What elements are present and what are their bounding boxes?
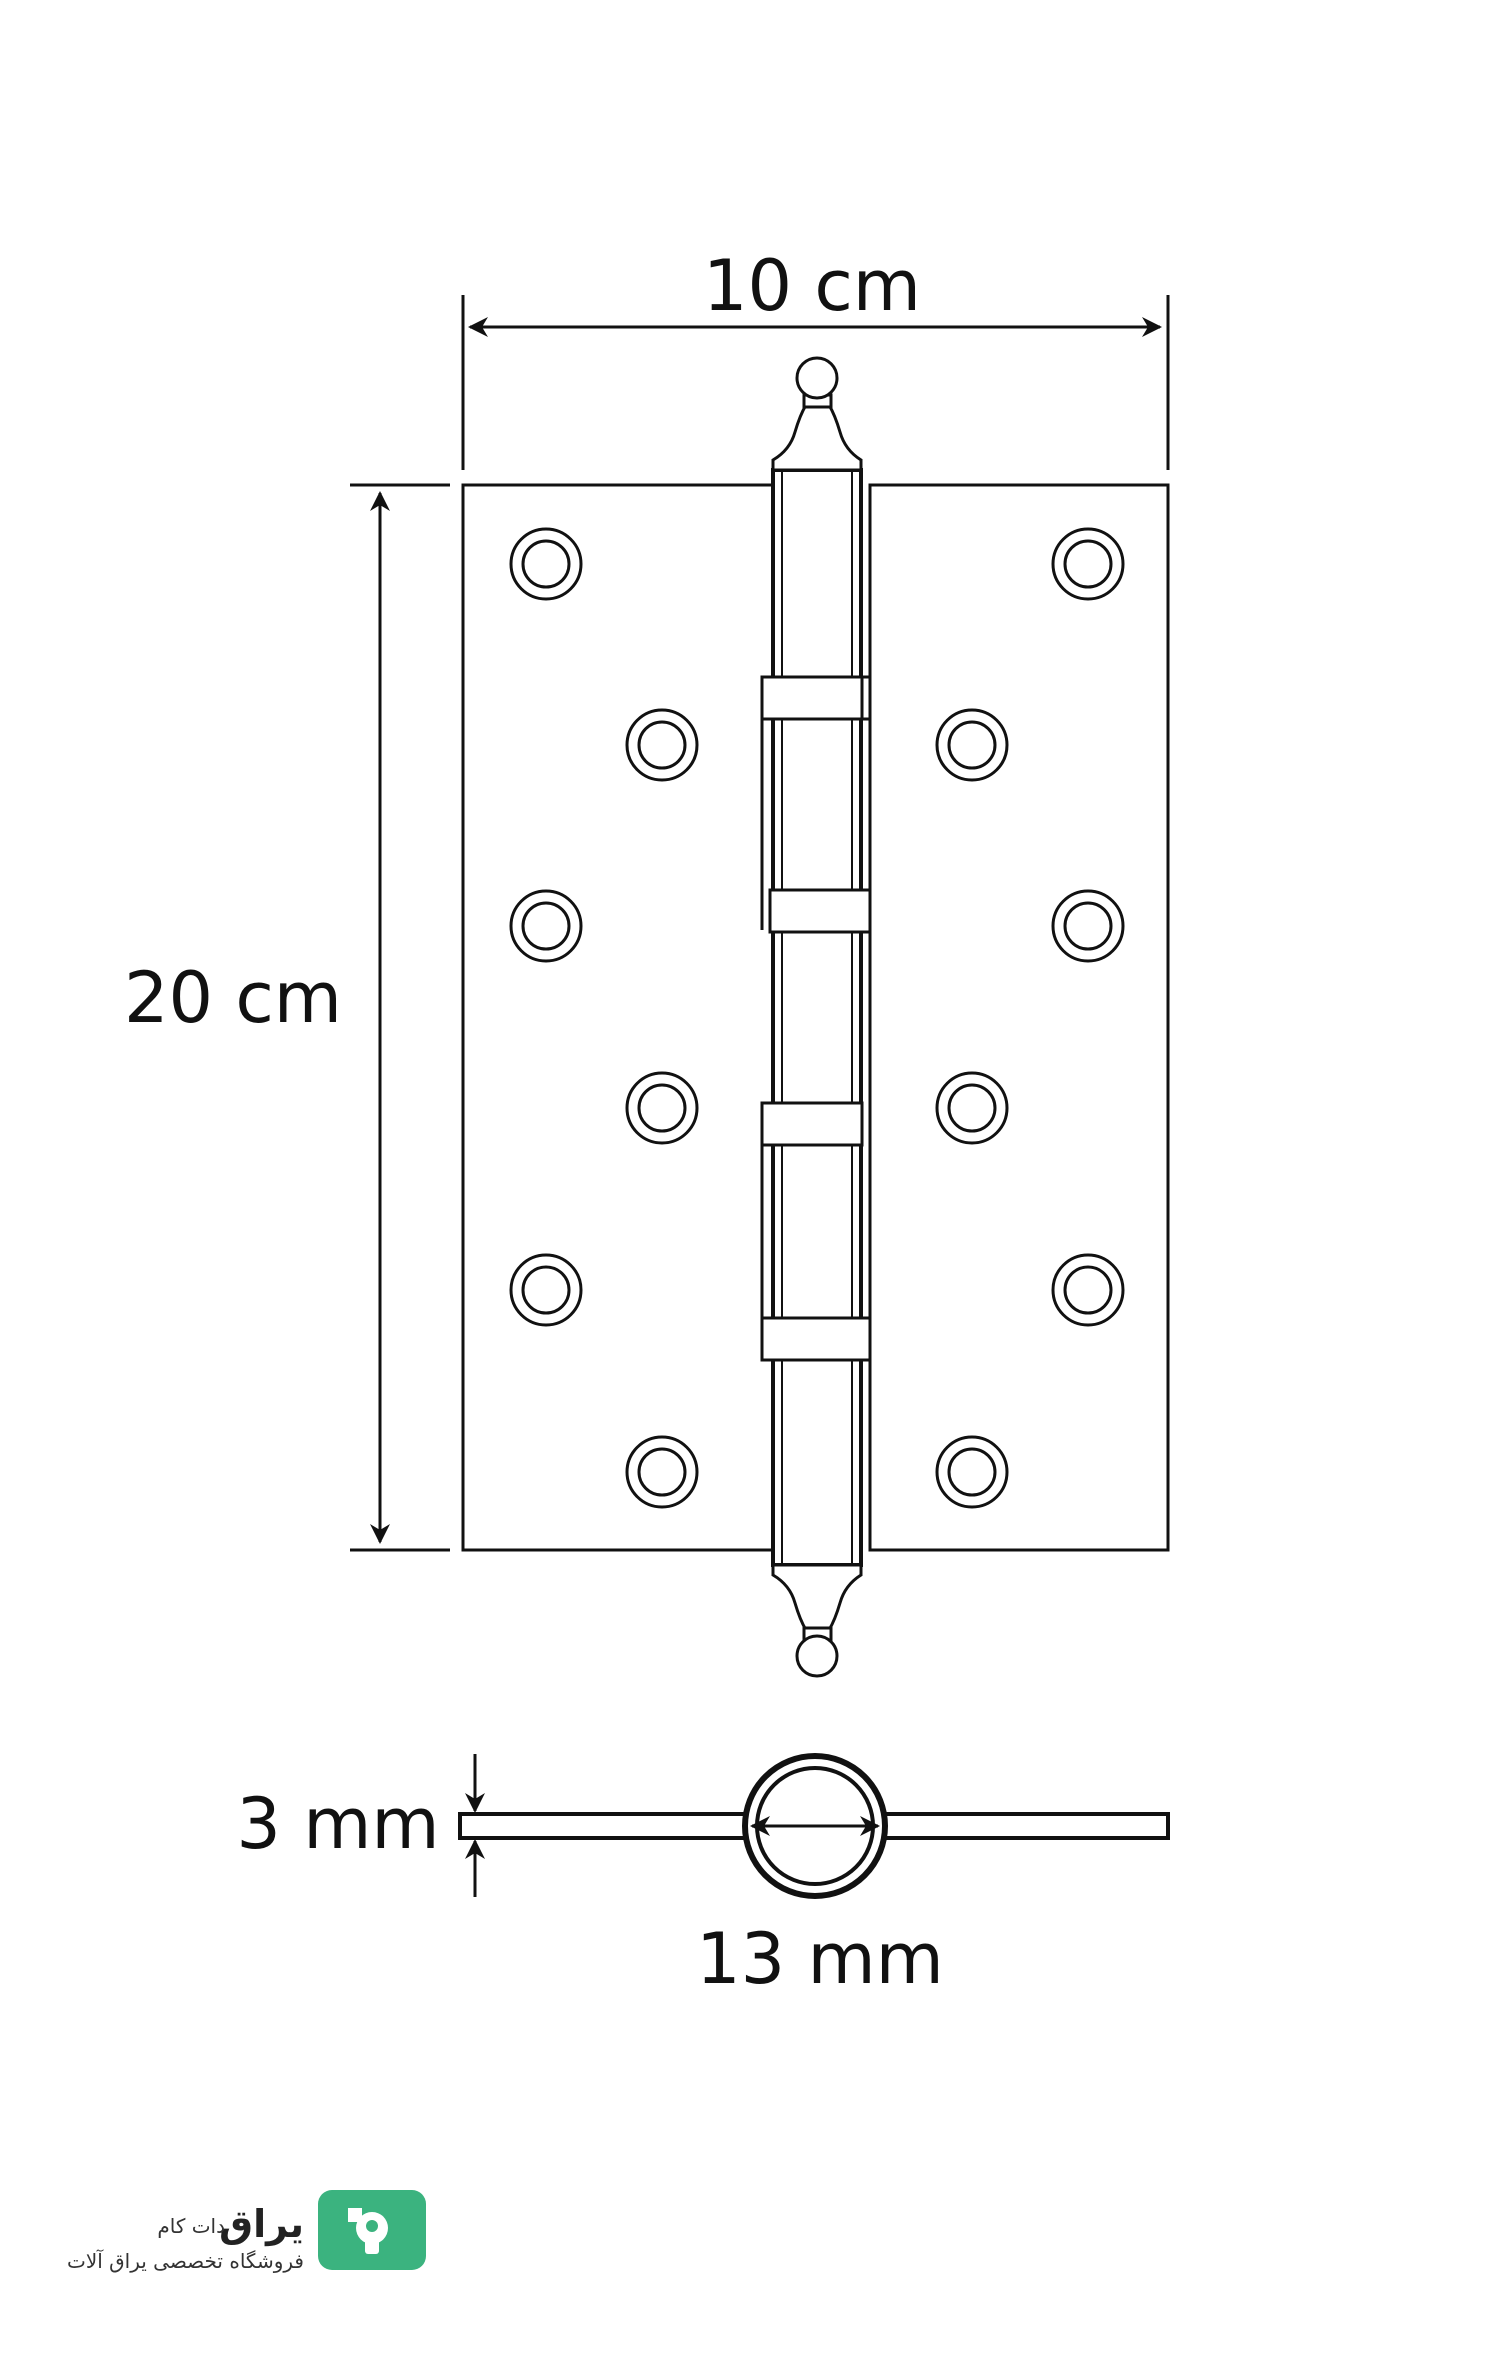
right-leaf	[868, 483, 1170, 1552]
hinge-barrel	[771, 468, 863, 1567]
screw-hole	[1051, 527, 1125, 601]
brand-main: یراق	[219, 2202, 304, 2246]
screw-hole	[935, 708, 1009, 782]
bottom-finial	[771, 1563, 863, 1678]
screw-hole	[1051, 889, 1125, 963]
top-finial	[771, 356, 863, 472]
knuckle-diameter-label: 13 mm	[696, 1918, 944, 2000]
screw-hole	[625, 1071, 699, 1145]
height-label: 20 cm	[124, 957, 342, 1039]
screw-hole	[1051, 1253, 1125, 1327]
screw-holes-right	[935, 527, 1125, 1509]
lock-icon	[318, 2190, 426, 2270]
screw-hole	[509, 1253, 583, 1327]
brand-tagline: فروشگاه تخصصی یراق آلات	[67, 2248, 304, 2273]
section-left-plate	[458, 1812, 752, 1840]
width-label: 10 cm	[703, 245, 921, 327]
width-dimension: 10 cm	[461, 245, 1170, 470]
brand-suffix: دات کام	[157, 2214, 225, 2238]
height-dimension: 20 cm	[124, 483, 450, 1552]
brand-logo: یراق دات کام فروشگاه تخصصی یراق آلات	[67, 2190, 426, 2273]
screw-hole	[935, 1071, 1009, 1145]
screw-hole	[935, 1435, 1009, 1509]
section-right-plate	[878, 1812, 1170, 1840]
hinge-front-view	[461, 356, 1170, 1678]
screw-hole	[509, 889, 583, 963]
screw-hole	[509, 527, 583, 601]
thickness-label: 3 mm	[236, 1783, 439, 1865]
knuckle-joints	[760, 675, 872, 1550]
left-leaf	[461, 483, 775, 1552]
screw-hole	[625, 1435, 699, 1509]
hinge-cross-section: 3 mm 13 mm	[236, 1753, 1170, 2000]
screw-hole	[625, 708, 699, 782]
screw-holes-left	[509, 527, 699, 1509]
